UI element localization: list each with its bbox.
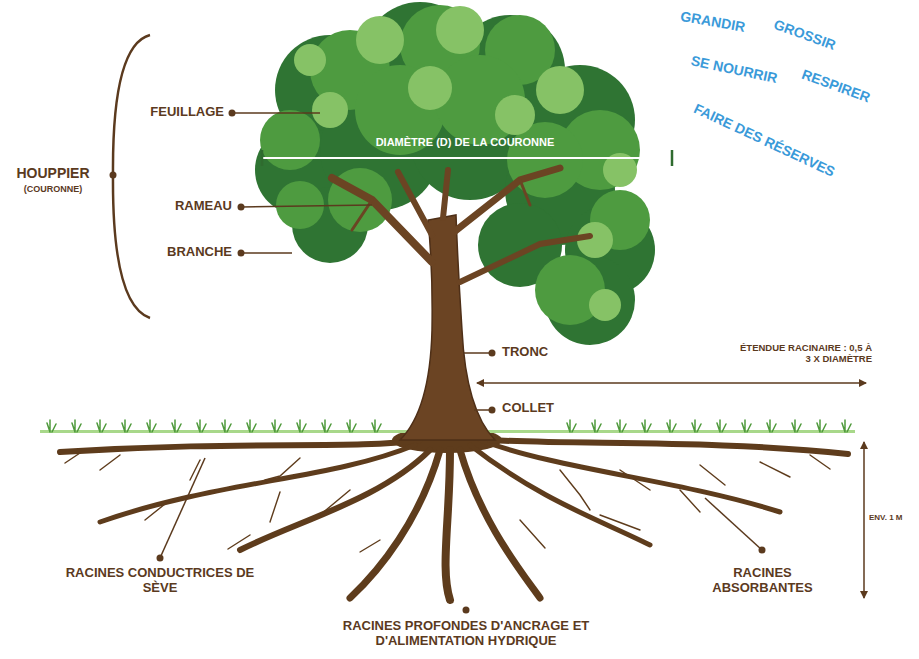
root-system: [350, 450, 440, 598]
leader-lines: [705, 498, 762, 550]
foliage: [495, 95, 535, 135]
root-system: [760, 462, 790, 477]
leader-dots: [229, 110, 236, 117]
bracket-dot: [110, 172, 117, 179]
leader-dots: [157, 555, 164, 562]
trunk-and-branches: [332, 168, 590, 440]
part-label: BRANCHE: [110, 245, 232, 260]
root-system: [460, 450, 540, 598]
trunk-and-branches: [460, 236, 590, 282]
leader-lines: [232, 112, 320, 114]
part-label: RAMEAU: [110, 199, 232, 214]
foliage: [408, 66, 452, 110]
foliage: [294, 6, 637, 321]
root-system: [100, 445, 415, 522]
leader-dots: [759, 547, 766, 554]
crown-diameter-line: [262, 157, 672, 159]
root-system: [360, 540, 380, 552]
part-label: COLLET: [502, 401, 582, 416]
leader-lines: [160, 458, 205, 558]
leader-lines: [160, 113, 762, 558]
trunk-and-branches: [443, 170, 448, 218]
root-system: [100, 455, 120, 470]
root-system: [480, 440, 780, 512]
part-label-note: (COURONNE): [4, 184, 102, 194]
leader-lines: [241, 205, 372, 207]
foliage: [589, 289, 621, 321]
root-system: [265, 458, 300, 480]
dimension-label: ÉTENDUE RACINAIRE : 0,5 À 3 X DIAMÈTRE: [740, 343, 872, 365]
foliage: [312, 92, 348, 128]
dimension-label: DIAMÈTRE (D) DE LA COURONNE: [355, 136, 575, 149]
foliage: [260, 110, 320, 170]
root-system: [145, 500, 170, 520]
foliage: [436, 6, 484, 54]
leader-dots: [238, 250, 245, 257]
foliage: [276, 181, 324, 229]
part-label: RACINES PROFONDES D'ANCRAGE ET D'ALIMENT…: [296, 619, 636, 649]
root-system: [60, 427, 848, 600]
root-system: [270, 492, 280, 522]
leader-dots: [463, 607, 470, 614]
root-system: [60, 440, 420, 452]
function-word: FAIRE DES RÉSERVES: [677, 94, 851, 187]
function-word: GRANDIR: [679, 8, 775, 40]
leader-dots: [157, 110, 766, 614]
trunk-and-branches: [332, 178, 432, 262]
leader-dots: [489, 407, 496, 414]
function-word: GROSSIR: [772, 16, 857, 60]
crown-diameter-ticks: [262, 150, 672, 166]
root-system: [320, 490, 350, 515]
root-system: [190, 460, 200, 480]
root-system: [700, 465, 725, 485]
root-system: [65, 453, 830, 552]
function-word: RESPIRER: [800, 66, 885, 110]
root-system: [228, 535, 250, 549]
crown-bracket: [113, 35, 150, 318]
root-system: [490, 440, 848, 454]
crown-diameter-line: [262, 157, 672, 159]
trunk-and-branches: [454, 168, 560, 232]
leader-lines: [464, 352, 492, 354]
leader-lines: [241, 252, 292, 254]
root-system: [65, 453, 80, 463]
trunk-and-branches: [520, 180, 530, 205]
dimension-label: ENV. 1 M: [869, 513, 915, 522]
root-spread-arrow: [477, 382, 866, 384]
trunk-and-branches: [398, 172, 432, 235]
crown-diameter-ticks: [261, 150, 264, 166]
root-system: [560, 470, 590, 510]
root-system: [446, 450, 450, 600]
part-label: TRONC: [502, 345, 582, 360]
part-label: HOUPPIER: [4, 165, 102, 181]
foliage: [356, 16, 404, 64]
root-system: [600, 515, 640, 530]
root-depth-arrow: [863, 442, 865, 598]
crown-diameter-ticks: [671, 150, 674, 166]
foliage: [536, 66, 584, 114]
leader-dots: [489, 350, 496, 357]
part-label: FEUILLAGE: [110, 105, 224, 120]
leader-dots: [238, 204, 245, 211]
root-system: [520, 520, 545, 548]
part-label: RACINES ABSORBANTES: [705, 566, 820, 596]
foliage: [294, 44, 326, 76]
root-system: [620, 470, 650, 490]
part-label: RACINES CONDUCTRICES DE SÈVE: [60, 566, 260, 596]
function-word: SE NOURRIR: [690, 52, 806, 92]
root-system: [680, 490, 700, 512]
root-system: [810, 455, 830, 469]
